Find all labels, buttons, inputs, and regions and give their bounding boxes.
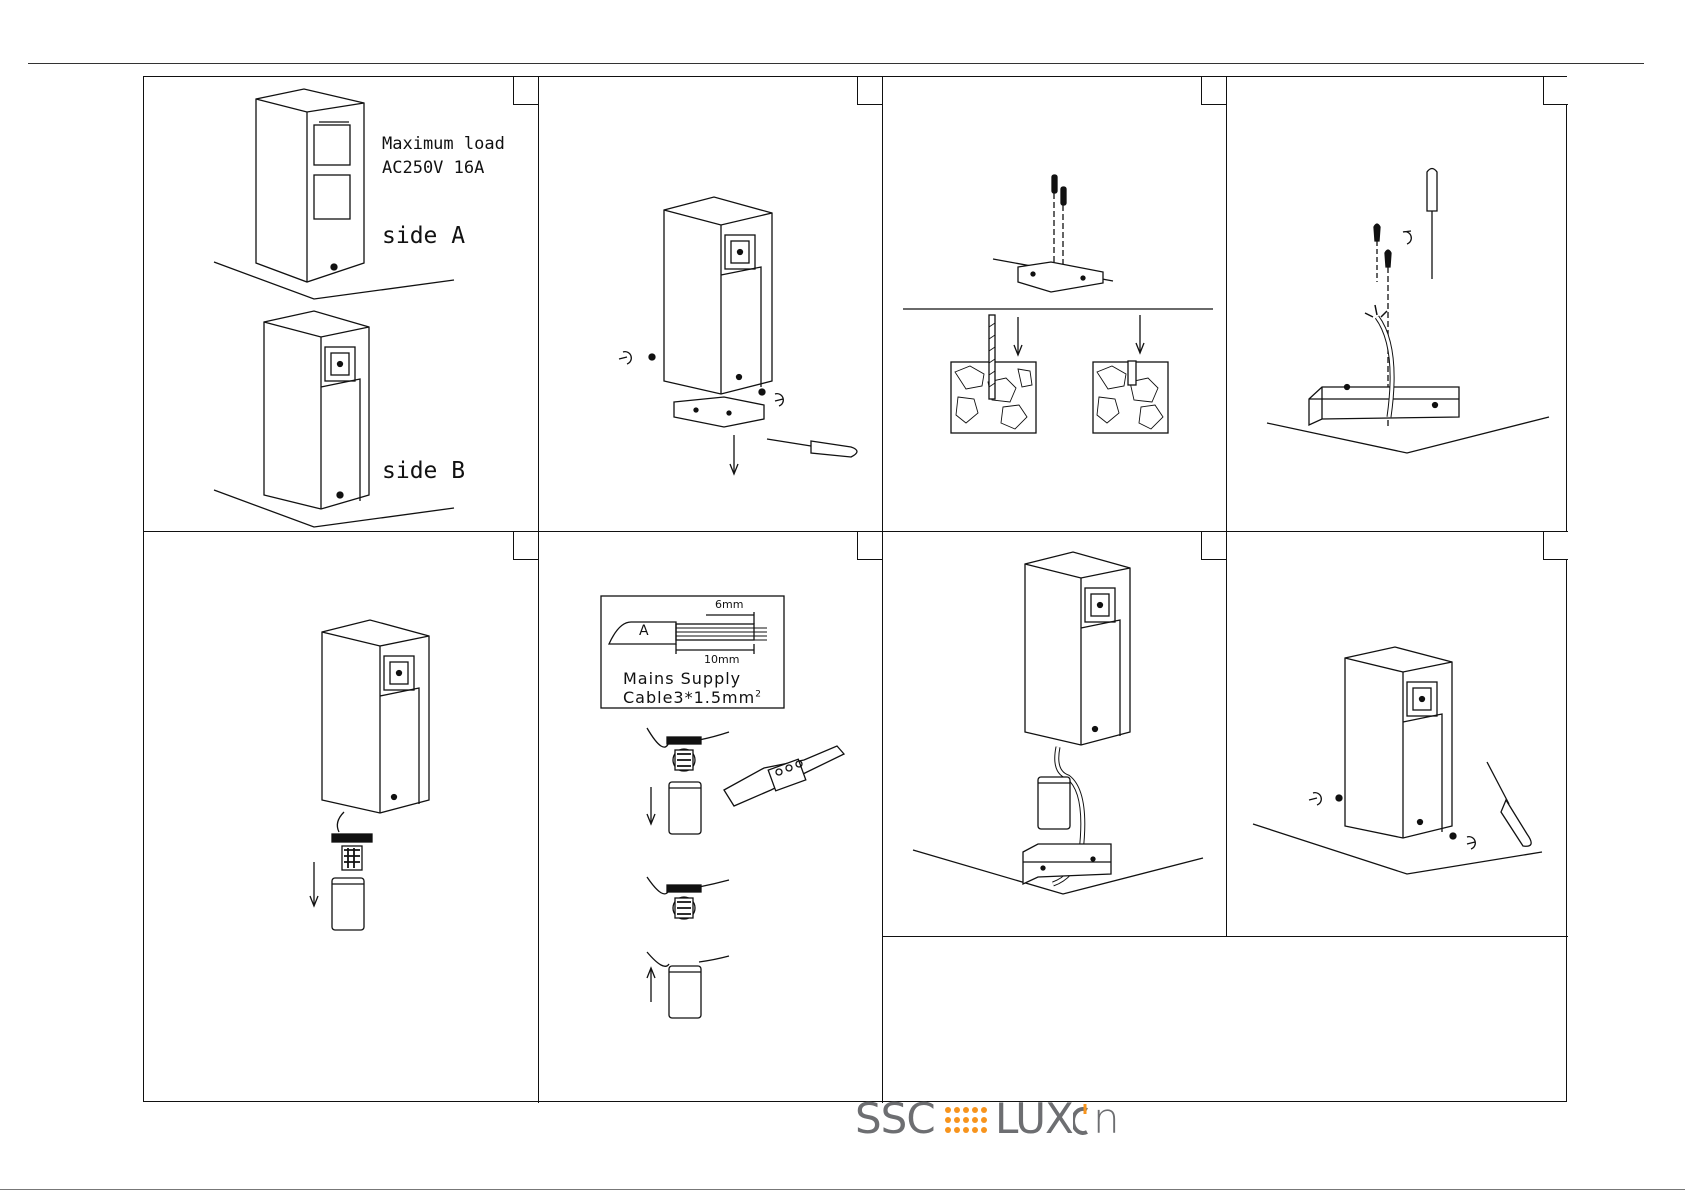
brand-logo-o: [1073, 1102, 1093, 1142]
step-panel-1: Maximum load AC250V 16A side A side B: [144, 77, 539, 532]
footer-rule: [0, 1189, 1685, 1190]
cable-wiring-illustration: [539, 532, 883, 1103]
step-panel-2: [539, 77, 883, 532]
connect-fixture-illustration: [883, 532, 1227, 937]
drill-mount-illustration: [883, 77, 1227, 532]
voltage-rating: AC250V 16A: [382, 158, 484, 178]
step-panel-3: [883, 77, 1227, 532]
step-panel-8: [1227, 532, 1568, 937]
strip-length-long: 10mm: [704, 653, 739, 666]
fix-bracket-illustration: [1227, 77, 1568, 532]
step-panel-4: [1227, 77, 1568, 532]
step-panel-7: [883, 532, 1227, 937]
remove-base-illustration: [539, 77, 883, 532]
step-panel-5: [144, 532, 539, 1103]
secure-fixture-illustration: [1227, 532, 1568, 937]
side-b-label: side B: [382, 458, 465, 484]
header-rule: [28, 63, 1644, 64]
brand-logo-n: n: [1093, 1094, 1119, 1143]
connector-insert-illustration: [144, 532, 539, 1103]
strip-length-short: 6mm: [715, 598, 743, 611]
side-a-label: side A: [382, 223, 465, 249]
max-load-label: Maximum load: [382, 134, 505, 154]
cable-diagram-label: A: [639, 623, 649, 639]
cable-title: Mains Supply: [623, 669, 741, 688]
brand-logo: SSC LUX n: [855, 1100, 1125, 1142]
brand-logo-ssc: SSC: [855, 1094, 935, 1143]
cable-spec-superscript: 2: [755, 690, 762, 700]
instruction-grid: Maximum load AC250V 16A side A side B: [143, 76, 1567, 1102]
cable-spec: Cable3*1.5mm2: [623, 688, 762, 707]
brand-logo-lux: LUX: [995, 1094, 1073, 1143]
brand-logo-dots: [943, 1102, 995, 1142]
step-panel-6: A 6mm 10mm Mains Supply Cable3*1.5mm2: [539, 532, 883, 1103]
cable-spec-text: Cable3*1.5mm: [623, 688, 755, 707]
